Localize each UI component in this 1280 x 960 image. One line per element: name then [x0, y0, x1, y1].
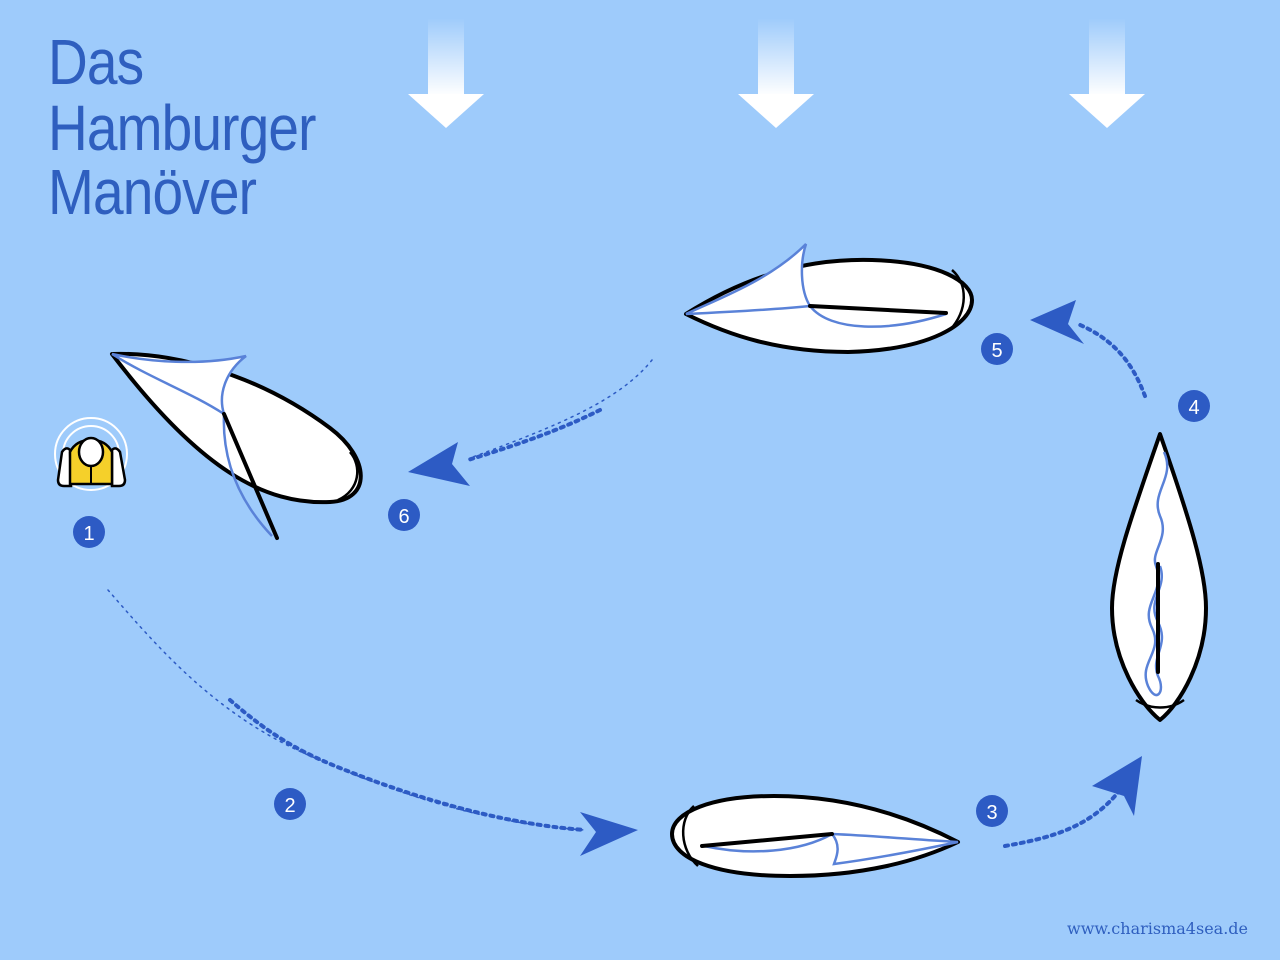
step-marker-3: 3: [976, 795, 1008, 827]
course-path-4-to-5: [1030, 300, 1147, 398]
sailboat-icon: [670, 794, 960, 878]
person-in-water-icon: [54, 417, 128, 491]
sailboat-icon: [110, 351, 363, 540]
website-credit: www.charisma4sea.de: [1067, 919, 1248, 938]
step-marker-1: 1: [73, 516, 105, 548]
step-label-4: 4: [1188, 397, 1199, 419]
step-marker-4: 4: [1178, 390, 1210, 422]
wind-arrow-icon: [738, 18, 814, 128]
wind-arrow-icon: [1069, 18, 1145, 128]
step-label-5: 5: [991, 340, 1002, 362]
step-marker-2: 2: [274, 788, 306, 820]
wind-arrow-icon: [408, 18, 484, 128]
step-label-3: 3: [986, 802, 997, 824]
course-path-5-to-6: [408, 359, 653, 486]
step-label-6: 6: [398, 506, 409, 528]
title-line-1: Das: [48, 26, 144, 98]
step-marker-6: 6: [388, 499, 420, 531]
course-path-3-to-4: [1003, 756, 1142, 848]
sailboat-icon: [1110, 432, 1208, 722]
step-label-2: 2: [284, 795, 295, 817]
sailboat-icon: [684, 243, 974, 354]
title-line-3: Manöver: [48, 156, 257, 228]
course-path-1-to-3: [107, 589, 638, 856]
step-label-1: 1: [83, 523, 94, 545]
title-line-2: Hamburger: [48, 92, 316, 164]
step-marker-5: 5: [981, 333, 1013, 365]
